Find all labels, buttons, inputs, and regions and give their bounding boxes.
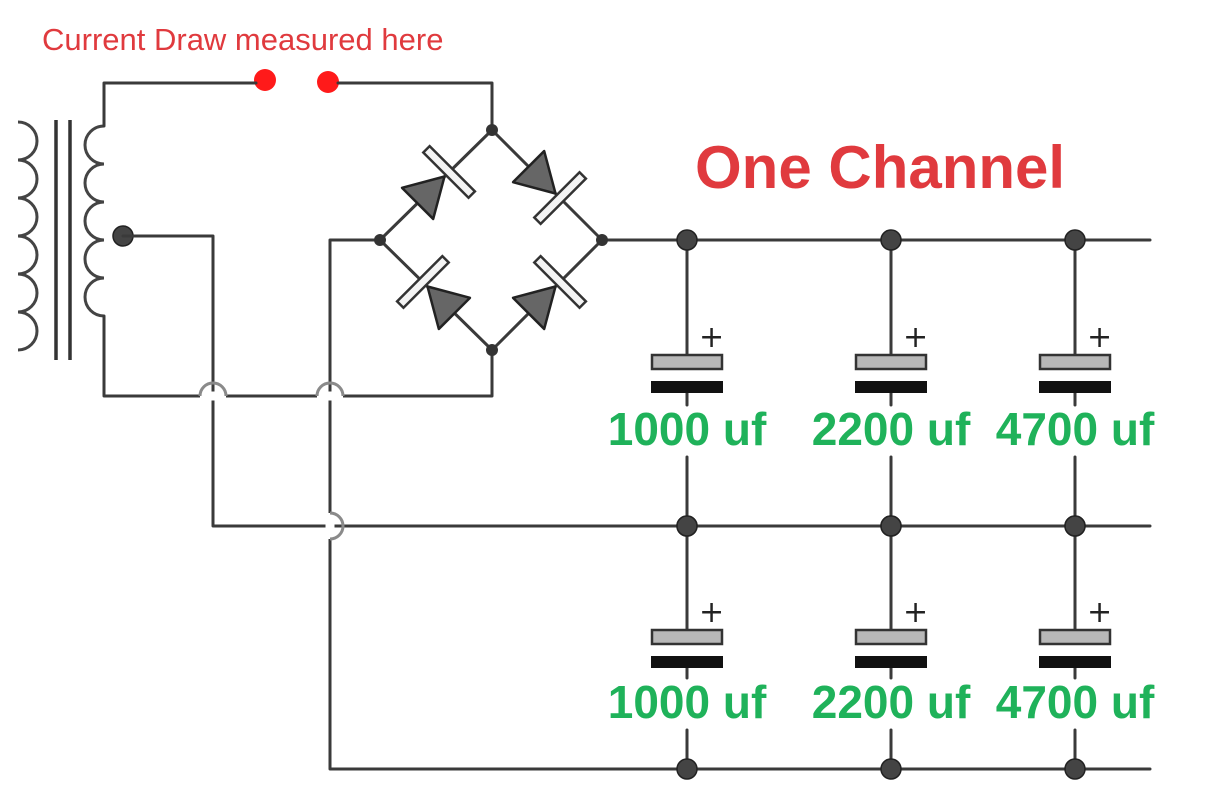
polarity-plus-sign: +	[1087, 320, 1112, 355]
bridge-node-left	[374, 234, 386, 246]
polarity-plus-sign: +	[1087, 595, 1112, 630]
secondary-winding	[83, 124, 105, 318]
bridge-node-right	[596, 234, 608, 246]
capacitor-junction-top	[880, 229, 902, 251]
polarity-plus-sign: +	[699, 595, 724, 630]
wire-crossovers	[198, 381, 345, 541]
capacitor-positive-plate	[854, 628, 928, 646]
capacitor-value-label: 4700 uf	[996, 403, 1155, 455]
capacitor-junction-top	[676, 229, 698, 251]
current-draw-annotation: Current Draw measured here	[42, 22, 443, 57]
capacitor-value-label: 4700 uf	[996, 676, 1155, 728]
capacitor-value-label: 1000 uf	[608, 676, 767, 728]
capacitor-junction-bottom	[1064, 758, 1086, 780]
diode-top-left	[400, 144, 477, 221]
capacitor-negative-plate	[651, 656, 723, 668]
capacitor-upper-1: +1000 uf	[608, 229, 767, 537]
polarity-plus-sign: +	[903, 595, 928, 630]
polarity-plus-sign: +	[699, 320, 724, 355]
transformer	[17, 120, 134, 360]
capacitor-lower-3: +4700 uf	[996, 515, 1155, 780]
capacitor-negative-plate	[651, 381, 723, 393]
bridge-node-bottom	[486, 344, 498, 356]
capacitor-negative-plate	[1039, 381, 1111, 393]
capacitor-upper-3: +4700 uf	[996, 229, 1155, 537]
one-channel-title: One Channel	[695, 134, 1065, 201]
capacitor-negative-plate	[855, 381, 927, 393]
capacitor-junction-top	[880, 515, 902, 537]
capacitor-positive-plate	[1038, 353, 1112, 371]
bridge-rectifier	[374, 124, 608, 356]
probe-point-left	[254, 69, 276, 91]
capacitor-value-label: 2200 uf	[812, 403, 971, 455]
capacitor-value-label: 2200 uf	[812, 676, 971, 728]
capacitor-lower-1: +1000 uf	[608, 515, 767, 780]
diode-bottom-right	[511, 254, 588, 331]
transformer-core	[54, 120, 72, 360]
polarity-plus-sign: +	[903, 320, 928, 355]
probe-point-right	[317, 71, 339, 93]
capacitor-lower-2: +2200 uf	[812, 515, 971, 780]
capacitor-banks: +1000 uf+2200 uf+4700 uf+1000 uf+2200 uf…	[608, 229, 1155, 780]
capacitor-positive-plate	[650, 628, 724, 646]
capacitor-positive-plate	[650, 353, 724, 371]
capacitor-junction-bottom	[880, 758, 902, 780]
diode-bottom-left	[395, 254, 472, 331]
capacitor-junction-top	[1064, 515, 1086, 537]
capacitor-upper-2: +2200 uf	[812, 229, 971, 537]
primary-winding	[17, 120, 39, 352]
capacitor-junction-top	[1064, 229, 1086, 251]
capacitor-junction-top	[676, 515, 698, 537]
capacitor-negative-plate	[855, 656, 927, 668]
capacitor-value-label: 1000 uf	[608, 403, 767, 455]
bridge-node-top	[486, 124, 498, 136]
capacitor-junction-bottom	[676, 758, 698, 780]
capacitor-positive-plate	[1038, 628, 1112, 646]
diode-top-right	[511, 149, 588, 226]
capacitor-positive-plate	[854, 353, 928, 371]
capacitor-negative-plate	[1039, 656, 1111, 668]
